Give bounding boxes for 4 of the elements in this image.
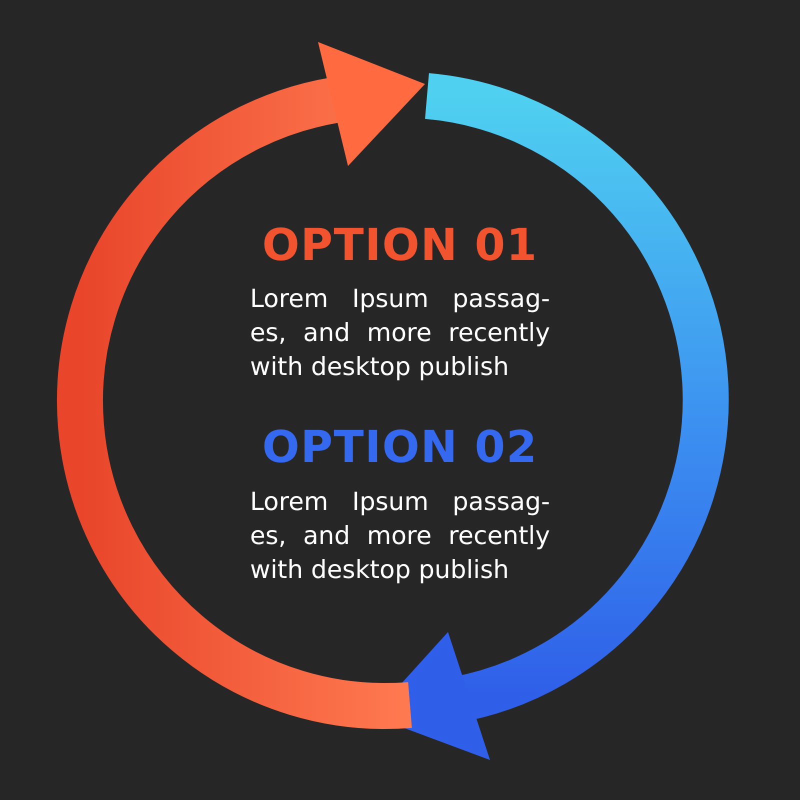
option-heading: OPTION 02 [261, 422, 539, 473]
option-description: Lorem Ipsum passag- es, and more recently with desktop publish [250, 486, 550, 586]
option-description: Lorem Ipsum passag- es, and more recently with desktop publish [250, 283, 550, 383]
option-heading: OPTION 01 [261, 220, 539, 271]
